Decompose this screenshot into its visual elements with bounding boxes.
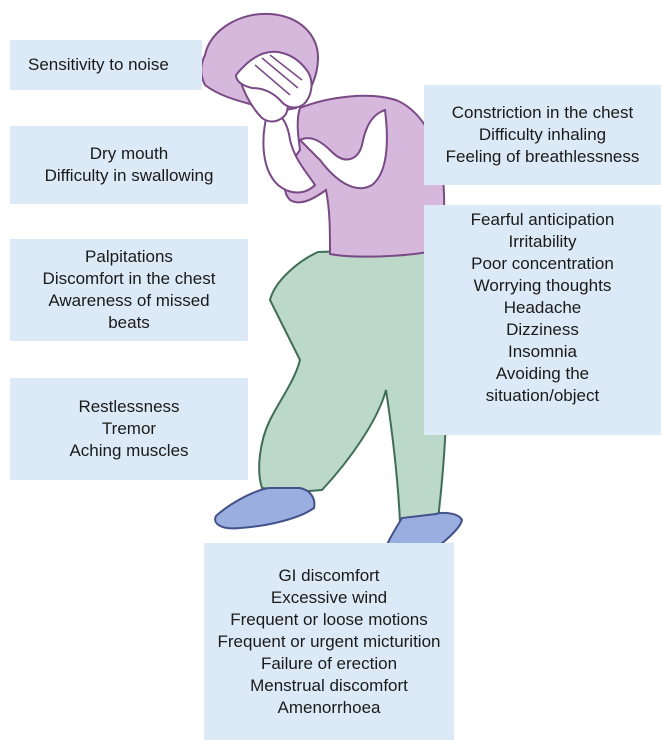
symptom-text: Menstrual discomfort [250,675,408,697]
symptom-text: Difficulty in swallowing [45,165,214,187]
respiratory-symptom-box: Constriction in the chest Difficulty inh… [424,85,661,185]
symptom-text: Poor concentration [471,253,614,275]
symptom-text: Fearful anticipation [471,209,615,231]
muscular-symptom-box: Restlessness Tremor Aching muscles [10,378,248,480]
person-left-shoe [215,488,314,528]
symptom-text: Difficulty inhaling [479,124,606,146]
symptom-text: GI discomfort [278,565,379,587]
symptom-text: Aching muscles [69,440,188,462]
person-pants [259,248,448,522]
symptom-text: Restlessness [78,396,179,418]
symptom-text: Failure of erection [261,653,397,675]
symptom-text: Awareness of missed beats [29,290,229,334]
symptom-text: Worrying thoughts [474,275,612,297]
symptom-text: Excessive wind [271,587,387,609]
symptom-text: Avoiding the situation/object [468,363,618,407]
symptom-text: Tremor [102,418,156,440]
symptom-text: Constriction in the chest [452,102,633,124]
cardiac-symptom-box: Palpitations Discomfort in the chest Awa… [10,239,248,341]
gi-genitourinary-symptom-box: GI discomfort Excessive wind Frequent or… [204,543,454,740]
symptom-text: Palpitations [85,246,173,268]
symptom-text: Headache [504,297,582,319]
symptom-text: Sensitivity to noise [28,54,169,76]
symptom-text: Frequent or urgent micturition [218,631,441,653]
psychological-symptom-box: Fearful anticipation Irritability Poor c… [424,205,661,435]
symptom-text: Irritability [508,231,576,253]
symptom-text: Discomfort in the chest [43,268,216,290]
symptom-text: Insomnia [508,341,577,363]
symptom-text: Amenorrhoea [277,697,380,719]
symptom-text: Frequent or loose motions [230,609,428,631]
noise-symptom-box: Sensitivity to noise [10,40,202,90]
symptom-text: Feeling of breathlessness [446,146,640,168]
mouth-symptom-box: Dry mouth Difficulty in swallowing [10,126,248,204]
symptom-text: Dry mouth [90,143,168,165]
symptom-text: Dizziness [506,319,579,341]
